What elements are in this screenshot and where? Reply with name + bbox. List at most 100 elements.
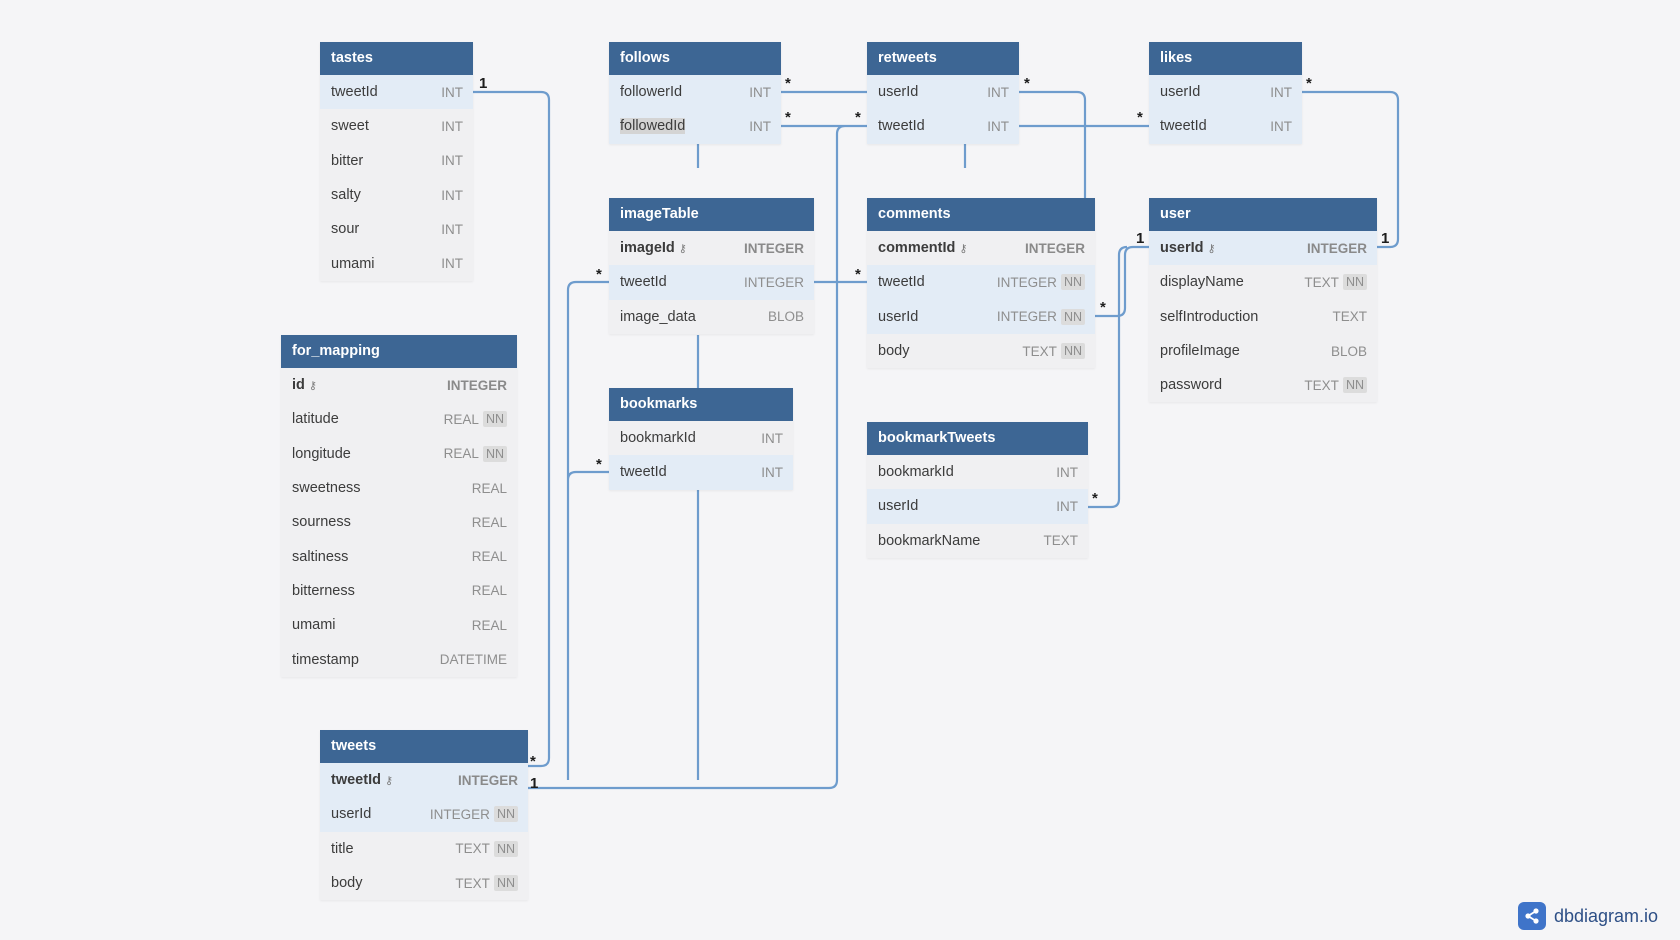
not-null-badge: NN xyxy=(1342,377,1367,394)
field-row-tweets-tweetId[interactable]: tweetId⚷INTEGER xyxy=(320,763,528,798)
table-header[interactable]: user xyxy=(1149,198,1377,231)
field-name: userId⚷ xyxy=(1160,240,1307,256)
field-name: imageId⚷ xyxy=(620,240,744,256)
field-name: tweetId⚷ xyxy=(331,772,458,788)
field-type: REAL xyxy=(471,617,507,633)
table-header[interactable]: bookmarks xyxy=(609,388,793,421)
table-header[interactable]: likes xyxy=(1149,42,1302,75)
field-type: REAL xyxy=(443,446,479,462)
brand-watermark[interactable]: dbdiagram.io xyxy=(1518,899,1658,933)
field-name: bookmarkId xyxy=(620,430,761,446)
not-null-badge: NN xyxy=(493,840,518,857)
field-row-for_mapping-id[interactable]: id⚷INTEGER xyxy=(281,368,517,402)
field-name-text: displayName xyxy=(1160,274,1244,291)
field-type: INTEGER xyxy=(429,806,490,822)
field-type: INTEGER xyxy=(996,274,1057,290)
table-header[interactable]: tastes xyxy=(320,42,473,75)
field-type: TEXT xyxy=(1332,309,1367,325)
field-row-user-userId[interactable]: userId⚷INTEGER xyxy=(1149,231,1377,266)
field-name-text: userId xyxy=(878,308,919,325)
table-header[interactable]: tweets xyxy=(320,730,528,763)
field-name-text: bookmarkId xyxy=(878,464,954,481)
table-header[interactable]: imageTable xyxy=(609,198,814,231)
cardinality-to-label: 1 xyxy=(1136,230,1144,247)
table-header[interactable]: for_mapping xyxy=(281,335,517,368)
field-type: INTEGER xyxy=(743,274,804,290)
field-name: sweetness xyxy=(292,480,472,496)
field-name: salty xyxy=(331,187,441,203)
field-row-imageTable-imageId[interactable]: imageId⚷INTEGER xyxy=(609,231,814,265)
field-row-comments-commentId[interactable]: commentId⚷INTEGER xyxy=(867,231,1095,265)
relation-comments-userId-to-user-userId[interactable] xyxy=(1095,245,1149,318)
table-header[interactable]: follows xyxy=(609,42,781,75)
table-header[interactable]: retweets xyxy=(867,42,1019,75)
not-null-badge: NN xyxy=(1060,308,1085,325)
field-type: INT xyxy=(761,464,783,480)
field-type: TEXT xyxy=(1022,343,1057,359)
table-header[interactable]: bookmarkTweets xyxy=(867,422,1088,455)
field-name-text: title xyxy=(331,840,354,857)
relation-retweets-userId-to-comments[interactable] xyxy=(1019,90,1087,198)
relation-bookmarks-tweetId-to-tweets[interactable] xyxy=(566,280,609,780)
field-name-text: userId xyxy=(1160,84,1201,101)
field-name-text: salty xyxy=(331,187,361,204)
cardinality-to-label: * xyxy=(530,753,536,770)
field-name: body xyxy=(878,343,1022,359)
field-name: userId xyxy=(878,309,997,325)
field-name: followerId xyxy=(620,84,749,100)
field-name-text: bookmarkName xyxy=(878,532,981,549)
cardinality-from-label: * xyxy=(785,109,791,126)
table-header[interactable]: comments xyxy=(867,198,1095,231)
field-name: userId xyxy=(1160,84,1270,100)
